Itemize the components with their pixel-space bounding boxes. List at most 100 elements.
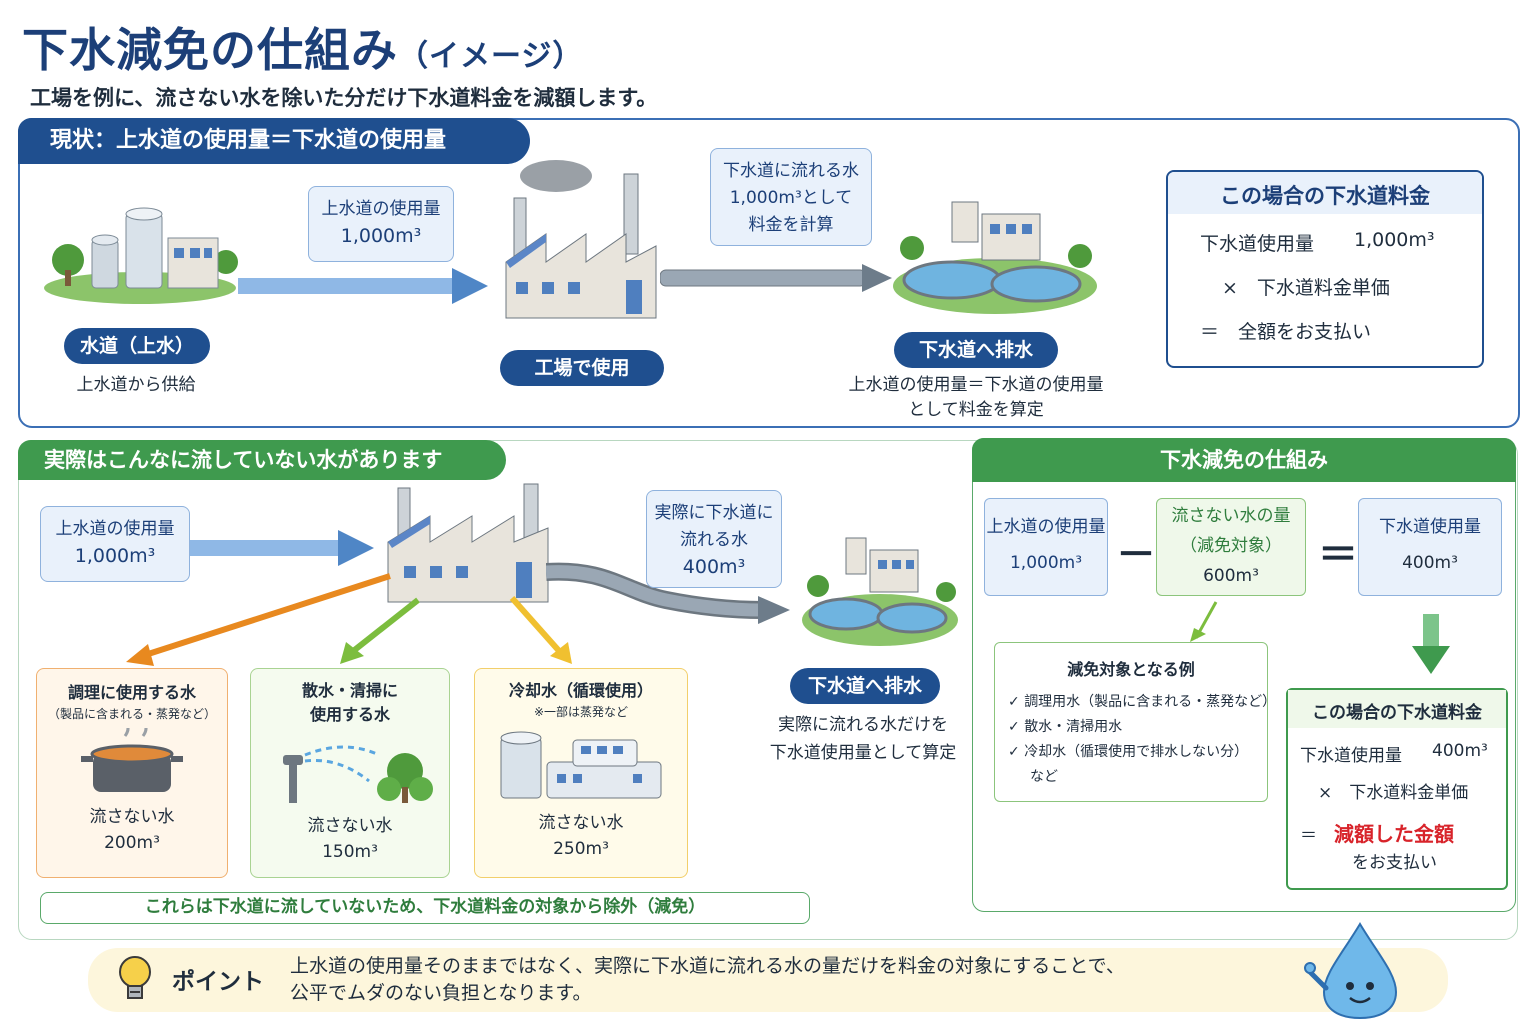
bottom-drain-label: 下水道へ排水 (790, 668, 940, 704)
result-line3: ＝ 減額した金額 (1300, 822, 1454, 846)
reduced-amount-highlight: 減額した金額 (1334, 822, 1454, 846)
cooking-card-label: 流さない水 (89, 807, 175, 827)
current-fee-line2: × 下水道料金単価 (1222, 277, 1390, 299)
bottom-usage-label: 上水道の使用量 (55, 519, 175, 539)
mech-usage-box: 上水道の使用量 1,000m³ (984, 498, 1108, 596)
point-text-line2: 公平でムダのない負担となります。 (290, 982, 592, 1004)
bottom-usage-bubble: 上水道の使用量 1,000m³ (40, 506, 190, 582)
top-drain-label: 下水道へ排水 (894, 332, 1058, 368)
bottom-sewer-line1: 実際に下水道に (654, 503, 774, 523)
examples-title: 減免対象となる例 (1067, 660, 1195, 679)
top-sewer-bubble: 下水道に流れる水 1,000m³として 料金を計算 (710, 148, 872, 246)
cooking-card-head: 調理に使用する水 (67, 683, 196, 702)
bottom-usage-value: 1,000m³ (74, 545, 156, 567)
actual-panel-header: 実際はこんなに流していない水があります (18, 440, 506, 480)
point-bar (88, 948, 1448, 1012)
example-item-2: ✓ 散水・清掃用水 (1008, 719, 1123, 735)
mech-usage-label: 上水道の使用量 (986, 517, 1106, 537)
page-subtitle: 工場を例に、流さない水を除いた分だけ下水道料金を減額します。 (30, 86, 658, 110)
example-item-3: ✓ 冷却水（循環使用で排水しない分） (1008, 744, 1249, 760)
actual-panel (18, 440, 1518, 940)
current-fee-line1-label: 下水道使用量 (1200, 233, 1315, 255)
examples-pointer (1190, 601, 1218, 642)
sprinkler-icon (283, 745, 433, 803)
cooling-card-value: 250m³ (553, 839, 609, 859)
water-plant-illustration (44, 207, 238, 304)
bottom-factory-illustration (387, 483, 549, 603)
equals-sign: ＝ (1318, 532, 1358, 578)
examples-box (994, 642, 1268, 802)
treatment-plant-illustration (893, 201, 1097, 314)
result-line2: × 下水道料金単価 (1318, 783, 1469, 803)
mechanism-header: 下水減免の仕組み (972, 438, 1516, 482)
down-arrow (1412, 614, 1450, 674)
mech-sewer-label: 下水道使用量 (1379, 517, 1481, 537)
mech-sewer-box: 下水道使用量 400m³ (1358, 498, 1502, 596)
current-fee-box-header-bg (1168, 172, 1482, 214)
top-usage-value: 1,000m³ (340, 225, 422, 247)
mech-non-discharge-value: 600m³ (1203, 566, 1259, 586)
top-sewer-line2: 1,000m³として (729, 188, 853, 208)
result-header-bg (1288, 690, 1506, 728)
cooking-card-note: （製品に含まれる・蒸発など） (47, 707, 216, 721)
bottom-drain-caption-1: 実際に流れる水だけを (778, 715, 948, 735)
top-drain-caption-2: として料金を算定 (908, 400, 1044, 420)
factory-label: 工場で使用 (500, 350, 664, 386)
exclusion-note: これらは下水道に流していないため、下水道料金の対象から除外（減免） (40, 892, 810, 924)
bottom-sewer-bubble: 実際に下水道に 流れる水 400m³ (646, 490, 782, 588)
bottom-sewer-value: 400m³ (682, 556, 746, 578)
cooling-card-label: 流さない水 (538, 813, 624, 833)
bottom-treatment-plant-illustration (802, 537, 958, 646)
cooking-water-card: 調理に使用する水 （製品に含まれる・蒸発など） 流さない水 200m³ (36, 668, 228, 878)
result-line4: をお支払い (1352, 853, 1437, 873)
current-fee-title: この場合の下水道料金 (1220, 184, 1430, 208)
top-drain-caption-1: 上水道の使用量＝下水道の使用量 (848, 375, 1104, 395)
source-label: 水道（上水） (64, 328, 210, 364)
point-label: ポイント (172, 969, 264, 995)
source-caption: 上水道から供給 (76, 375, 196, 395)
top-drain-pipe (660, 264, 892, 292)
current-panel (18, 118, 1520, 428)
sprinkling-card-value: 150m³ (322, 842, 378, 862)
sprinkling-card-head1: 散水・清掃に (301, 681, 398, 700)
mech-usage-value: 1,000m³ (1009, 553, 1083, 573)
bottom-drain-caption-2: 下水道使用量として算定 (769, 743, 957, 763)
bottom-drain-pipe (546, 562, 790, 624)
cooking-card-value: 200m³ (104, 833, 160, 853)
sprinkling-water-card: 散水・清掃に 使用する水 流さない水 150m³ (250, 668, 450, 878)
sprinkling-card-label: 流さない水 (307, 816, 393, 836)
top-sewer-line3: 料金を計算 (748, 215, 834, 235)
cooling-card-head: 冷却水（循環使用） (508, 681, 653, 700)
example-etc: など (1030, 769, 1058, 785)
factory-illustration (505, 160, 657, 319)
page-title: 下水減免の仕組み（イメージ） (22, 23, 584, 77)
top-sewer-line1: 下水道に流れる水 (723, 161, 859, 181)
lightbulb-icon (119, 956, 151, 999)
current-fee-line1-value: 1,000m³ (1354, 229, 1435, 251)
distribution-arrows (126, 573, 572, 666)
cooling-card-note: ※一部は蒸発など (533, 705, 629, 719)
current-fee-box (1166, 170, 1484, 368)
result-title: この場合の下水道料金 (1312, 703, 1482, 723)
top-supply-arrow (238, 268, 488, 304)
point-text: 上水道の使用量そのままではなく、実際に下水道に流れる水の量だけを料金の対象にする… (290, 953, 1125, 1007)
result-line1-value: 400m³ (1432, 741, 1488, 761)
water-drop-mascot-icon (1304, 922, 1398, 1020)
result-line1-label: 下水道使用量 (1300, 746, 1402, 766)
sprinkling-card-head2: 使用する水 (309, 705, 390, 724)
bottom-supply-arrow (190, 530, 374, 566)
top-usage-label: 上水道の使用量 (321, 199, 441, 219)
current-panel-header: 現状：上水道の使用量＝下水道の使用量 (18, 118, 530, 164)
point-text-line1: 上水道の使用量そのままではなく、実際に下水道に流れる水の量だけを料金の対象にする… (290, 955, 1125, 977)
title-suffix: （イメージ） (398, 39, 584, 74)
top-usage-bubble: 上水道の使用量 1,000m³ (308, 186, 454, 262)
pot-icon (81, 728, 183, 792)
mech-sewer-value: 400m³ (1402, 553, 1458, 573)
mech-non-discharge-label: 流さない水の量 (1171, 506, 1291, 526)
bottom-sewer-line2: 流れる水 (680, 530, 748, 550)
example-item-1: ✓ 調理用水（製品に含まれる・蒸発など） (1008, 694, 1277, 710)
cooling-water-card: 冷却水（循環使用） ※一部は蒸発など 流さない水 250m³ (474, 668, 688, 878)
mech-non-discharge-box: 流さない水の量 （減免対象） 600m³ (1156, 498, 1306, 596)
minus-sign: － (1116, 532, 1156, 578)
mech-non-discharge-sub: （減免対象） (1180, 536, 1282, 556)
